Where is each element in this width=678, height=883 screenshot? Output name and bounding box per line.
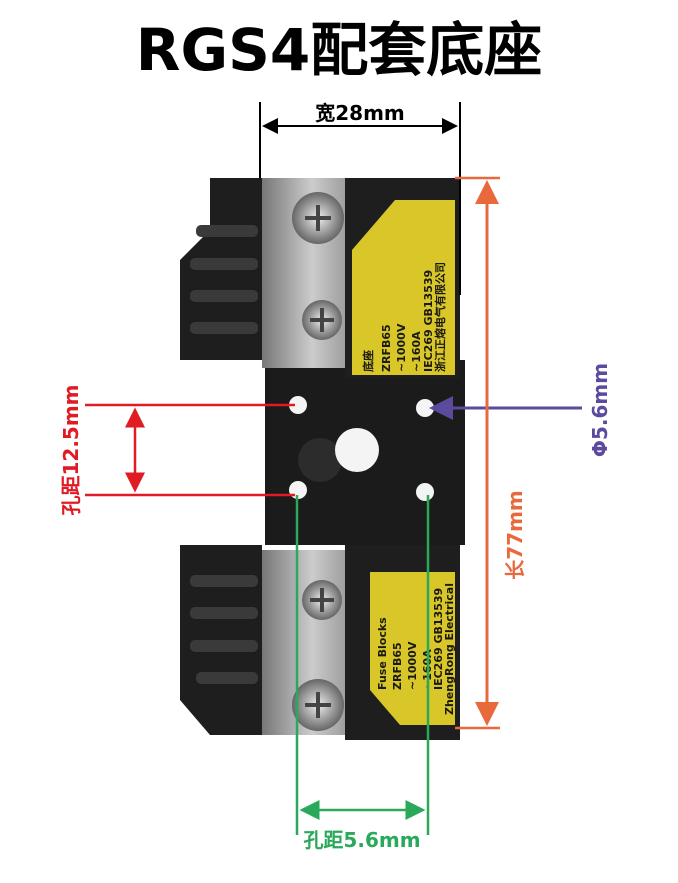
hole-diameter-dimension: Φ5.6mm [429,363,612,457]
width-label: 宽28mm [315,101,405,125]
label-text: ~1000V [395,323,408,372]
label-text: Fuse Blocks [376,617,389,690]
label-text: ZRFB65 [391,642,404,690]
horizontal-spacing-label: 孔距5.6mm [303,828,420,852]
vertical-hole-spacing-dimension: 孔距12.5mm [59,384,295,516]
label-text: IEC269 GB13539 [432,588,445,690]
fuse-base-body: 底座 ZRFB65 ~1000V ~160A IEC269 GB13539 浙江… [180,178,465,740]
center-hole [335,428,379,472]
label-text: 底座 [361,350,375,372]
vertical-spacing-label: 孔距12.5mm [59,384,83,515]
length-dimension: 长77mm [455,176,527,730]
label-text: ZRFB65 [380,324,393,372]
label-text: ~160A [410,331,423,372]
label-text: 浙江正熔电气有限公司 [433,262,447,372]
top-yellow-label [352,200,455,375]
width-dimension: 宽28mm [259,101,461,295]
bottom-yellow-label [370,572,455,725]
mount-hole [416,483,434,501]
mount-hole [289,396,307,414]
label-text: IEC269 GB13539 [422,270,435,372]
length-label: 长77mm [503,490,527,580]
hole-diameter-label: Φ5.6mm [588,363,612,457]
label-text: ~1000V [406,641,419,690]
label-text: ZhengRong Electrical [443,583,456,715]
horizontal-hole-spacing-dimension: 孔距5.6mm [295,495,430,852]
page-title: RGS4配套底座 [136,16,542,84]
mount-hole [416,399,434,417]
